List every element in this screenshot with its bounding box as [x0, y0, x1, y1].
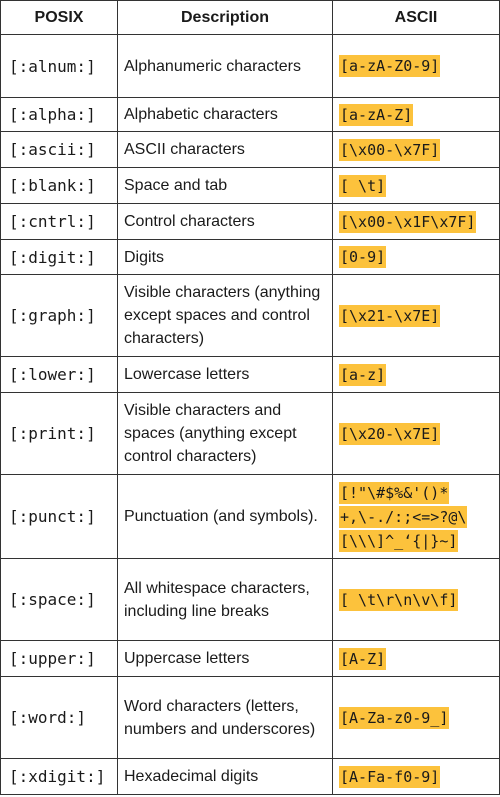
table-row: [:print:] Visible characters and spaces …	[0, 392, 500, 475]
class-description: Lowercase letters	[117, 356, 333, 393]
class-description: Uppercase letters	[117, 640, 333, 677]
ascii-equivalent: [!"\#$%&'()*+,\-./:;<=>?@\[\\\]^_‘{|}~]	[339, 481, 468, 552]
posix-class: [:lower:]	[0, 356, 118, 393]
ascii-equivalent: [A-Za-z0-9_]	[339, 706, 450, 729]
table-row: [:cntrl:] Control characters [\x00-\x1F\…	[0, 203, 500, 240]
class-description: Alphabetic characters	[117, 97, 333, 132]
ascii-equivalent: [\x00-\x7F]	[339, 138, 441, 161]
ascii-cell: [ \t]	[332, 167, 500, 204]
posix-class: [:alnum:]	[0, 34, 118, 98]
header-row: POSIX Description ASCII	[0, 0, 500, 35]
ascii-equivalent: [ \t]	[339, 174, 387, 197]
ascii-cell: [\x00-\x7F]	[332, 131, 500, 168]
ascii-cell: [!"\#$%&'()*+,\-./:;<=>?@\[\\\]^_‘{|}~]	[332, 474, 500, 559]
ascii-cell: [ \t\r\n\v\f]	[332, 558, 500, 641]
class-description: Visible characters (anything except spac…	[117, 274, 333, 357]
class-description: Visible characters and spaces (anything …	[117, 392, 333, 475]
table-row: [:xdigit:] Hexadecimal digits [A-Fa-f0-9…	[0, 758, 500, 795]
class-description: All whitespace characters, including lin…	[117, 558, 333, 641]
table-row: [:word:] Word characters (letters, numbe…	[0, 676, 500, 759]
table-body: [:alnum:] Alphanumeric characters [a-zA-…	[0, 34, 500, 795]
posix-class: [:cntrl:]	[0, 203, 118, 240]
ascii-equivalent: [\x21-\x7E]	[339, 304, 441, 327]
ascii-equivalent: [a-zA-Z0-9]	[339, 55, 441, 77]
class-description: ASCII characters	[117, 131, 333, 168]
posix-class: [:graph:]	[0, 274, 118, 357]
posix-class: [:upper:]	[0, 640, 118, 677]
table-row: [:punct:] Punctuation (and symbols). [!"…	[0, 474, 500, 559]
class-description: Punctuation (and symbols).	[117, 474, 333, 559]
posix-class: [:space:]	[0, 558, 118, 641]
table-row: [:ascii:] ASCII characters [\x00-\x7F]	[0, 131, 500, 168]
ascii-cell: [\x20-\x7E]	[332, 392, 500, 475]
posix-class: [:blank:]	[0, 167, 118, 204]
posix-class: [:punct:]	[0, 474, 118, 559]
ascii-cell: [A-Fa-f0-9]	[332, 758, 500, 795]
ascii-cell: [\x00-\x1F\x7F]	[332, 203, 500, 240]
table-row: [:upper:] Uppercase letters [A-Z]	[0, 640, 500, 677]
ascii-cell: [a-zA-Z]	[332, 97, 500, 132]
table-row: [:graph:] Visible characters (anything e…	[0, 274, 500, 357]
header-posix: POSIX	[0, 0, 118, 35]
posix-class: [:xdigit:]	[0, 758, 118, 795]
class-description: Digits	[117, 239, 333, 275]
ascii-equivalent: [A-Fa-f0-9]	[339, 765, 441, 788]
posix-class: [:alpha:]	[0, 97, 118, 132]
ascii-cell: [A-Z]	[332, 640, 500, 677]
table-row: [:digit:] Digits [0-9]	[0, 239, 500, 275]
ascii-cell: [0-9]	[332, 239, 500, 275]
posix-class: [:ascii:]	[0, 131, 118, 168]
class-description: Alphanumeric characters	[117, 34, 333, 98]
class-description: Control characters	[117, 203, 333, 240]
header-ascii: ASCII	[332, 0, 500, 35]
class-description: Hexadecimal digits	[117, 758, 333, 795]
table-row: [:alnum:] Alphanumeric characters [a-zA-…	[0, 34, 500, 98]
ascii-equivalent: [a-zA-Z]	[339, 103, 414, 126]
table-row: [:lower:] Lowercase letters [a-z]	[0, 356, 500, 393]
ascii-equivalent: [a-z]	[339, 363, 387, 386]
class-description: Space and tab	[117, 167, 333, 204]
posix-class: [:digit:]	[0, 239, 118, 275]
ascii-equivalent: [\x20-\x7E]	[339, 422, 441, 445]
ascii-equivalent: [A-Z]	[339, 647, 387, 670]
ascii-equivalent: [ \t\r\n\v\f]	[339, 588, 459, 611]
posix-class: [:print:]	[0, 392, 118, 475]
table-header: POSIX Description ASCII	[0, 0, 500, 35]
ascii-equivalent: [\x00-\x1F\x7F]	[339, 210, 477, 233]
class-description: Word characters (letters, numbers and un…	[117, 676, 333, 759]
ascii-equivalent: [0-9]	[339, 246, 387, 268]
table-row: [:blank:] Space and tab [ \t]	[0, 167, 500, 204]
ascii-cell: [a-zA-Z0-9]	[332, 34, 500, 98]
ascii-cell: [a-z]	[332, 356, 500, 393]
ascii-cell: [\x21-\x7E]	[332, 274, 500, 357]
header-description: Description	[117, 0, 333, 35]
table-row: [:space:] All whitespace characters, inc…	[0, 558, 500, 641]
table-row: [:alpha:] Alphabetic characters [a-zA-Z]	[0, 97, 500, 132]
posix-class: [:word:]	[0, 676, 118, 759]
ascii-cell: [A-Za-z0-9_]	[332, 676, 500, 759]
